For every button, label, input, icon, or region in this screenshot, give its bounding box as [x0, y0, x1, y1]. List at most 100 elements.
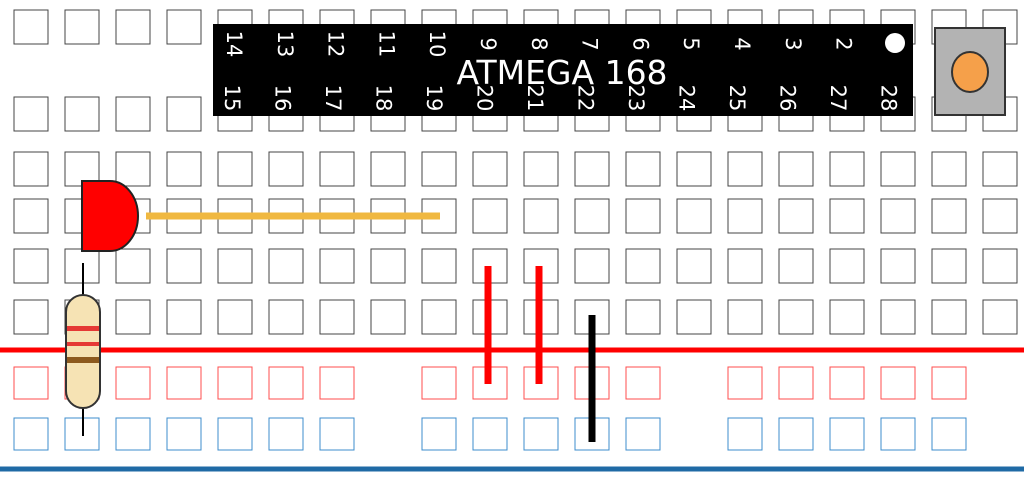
breadboard-hole[interactable]: [523, 151, 559, 187]
breadboard-hole[interactable]: [778, 248, 814, 284]
breadboard-hole[interactable]: [115, 299, 151, 335]
power-rail-hole[interactable]: [13, 366, 49, 400]
breadboard-hole[interactable]: [370, 299, 406, 335]
power-rail-hole[interactable]: [217, 366, 253, 400]
breadboard-hole[interactable]: [217, 248, 253, 284]
ground-rail-hole[interactable]: [778, 417, 814, 451]
breadboard-hole[interactable]: [880, 299, 916, 335]
breadboard-hole[interactable]: [931, 151, 967, 187]
breadboard-hole[interactable]: [319, 299, 355, 335]
breadboard-hole[interactable]: [472, 151, 508, 187]
breadboard-hole[interactable]: [370, 151, 406, 187]
breadboard-hole[interactable]: [166, 299, 202, 335]
breadboard-hole[interactable]: [64, 9, 100, 45]
breadboard-hole[interactable]: [115, 9, 151, 45]
breadboard-hole[interactable]: [829, 198, 865, 234]
breadboard-hole[interactable]: [115, 248, 151, 284]
breadboard-hole[interactable]: [676, 248, 712, 284]
breadboard-hole[interactable]: [13, 299, 49, 335]
power-rail-hole[interactable]: [727, 366, 763, 400]
breadboard-hole[interactable]: [268, 151, 304, 187]
power-rail-hole[interactable]: [421, 366, 457, 400]
power-rail-hole[interactable]: [880, 366, 916, 400]
breadboard-hole[interactable]: [778, 198, 814, 234]
power-rail-hole[interactable]: [268, 366, 304, 400]
ground-rail-hole[interactable]: [931, 417, 967, 451]
breadboard-hole[interactable]: [676, 299, 712, 335]
breadboard-hole[interactable]: [319, 248, 355, 284]
breadboard-hole[interactable]: [880, 151, 916, 187]
ground-rail-hole[interactable]: [268, 417, 304, 451]
ground-rail-hole[interactable]: [880, 417, 916, 451]
breadboard-hole[interactable]: [64, 96, 100, 132]
breadboard-hole[interactable]: [421, 151, 457, 187]
breadboard-hole[interactable]: [727, 198, 763, 234]
breadboard-hole[interactable]: [268, 299, 304, 335]
ground-rail-hole[interactable]: [13, 417, 49, 451]
resistor[interactable]: [65, 263, 101, 436]
breadboard-hole[interactable]: [370, 248, 406, 284]
ground-rail-hole[interactable]: [217, 417, 253, 451]
breadboard-hole[interactable]: [727, 299, 763, 335]
power-rail-hole[interactable]: [625, 366, 661, 400]
breadboard-hole[interactable]: [421, 248, 457, 284]
red-led[interactable]: [81, 180, 139, 252]
breadboard-hole[interactable]: [829, 248, 865, 284]
breadboard-hole[interactable]: [727, 151, 763, 187]
breadboard-hole[interactable]: [880, 198, 916, 234]
ground-rail-hole[interactable]: [472, 417, 508, 451]
breadboard-hole[interactable]: [13, 96, 49, 132]
breadboard-hole[interactable]: [268, 248, 304, 284]
breadboard-hole[interactable]: [778, 299, 814, 335]
breadboard-hole[interactable]: [829, 151, 865, 187]
power-rail-hole[interactable]: [778, 366, 814, 400]
breadboard-hole[interactable]: [574, 198, 610, 234]
breadboard-hole[interactable]: [880, 248, 916, 284]
breadboard-hole[interactable]: [13, 198, 49, 234]
breadboard-hole[interactable]: [472, 198, 508, 234]
breadboard-hole[interactable]: [625, 198, 661, 234]
breadboard-hole[interactable]: [115, 151, 151, 187]
breadboard-hole[interactable]: [319, 151, 355, 187]
ground-rail-hole[interactable]: [625, 417, 661, 451]
breadboard-hole[interactable]: [931, 299, 967, 335]
breadboard-hole[interactable]: [166, 96, 202, 132]
breadboard-hole[interactable]: [166, 248, 202, 284]
ground-rail-hole[interactable]: [115, 417, 151, 451]
ground-rail-hole[interactable]: [319, 417, 355, 451]
breadboard-hole[interactable]: [574, 248, 610, 284]
breadboard-hole[interactable]: [625, 299, 661, 335]
breadboard-hole[interactable]: [625, 248, 661, 284]
push-button[interactable]: [934, 27, 1006, 116]
breadboard-hole[interactable]: [421, 299, 457, 335]
breadboard-hole[interactable]: [982, 299, 1018, 335]
breadboard-hole[interactable]: [778, 151, 814, 187]
ground-rail-hole[interactable]: [523, 417, 559, 451]
breadboard-hole[interactable]: [217, 299, 253, 335]
ground-rail-hole[interactable]: [421, 417, 457, 451]
breadboard-hole[interactable]: [676, 198, 712, 234]
breadboard-hole[interactable]: [931, 198, 967, 234]
breadboard-hole[interactable]: [13, 9, 49, 45]
breadboard-hole[interactable]: [166, 151, 202, 187]
ground-rail-hole[interactable]: [727, 417, 763, 451]
power-rail-hole[interactable]: [319, 366, 355, 400]
breadboard-hole[interactable]: [523, 198, 559, 234]
ground-rail-hole[interactable]: [829, 417, 865, 451]
breadboard-hole[interactable]: [829, 299, 865, 335]
breadboard-hole[interactable]: [625, 151, 661, 187]
power-rail-hole[interactable]: [829, 366, 865, 400]
breadboard-hole[interactable]: [574, 151, 610, 187]
breadboard-hole[interactable]: [217, 151, 253, 187]
breadboard-hole[interactable]: [13, 151, 49, 187]
power-rail-hole[interactable]: [931, 366, 967, 400]
breadboard-hole[interactable]: [982, 248, 1018, 284]
breadboard-hole[interactable]: [166, 9, 202, 45]
breadboard-hole[interactable]: [676, 151, 712, 187]
breadboard-hole[interactable]: [115, 96, 151, 132]
breadboard-hole[interactable]: [931, 248, 967, 284]
breadboard-hole[interactable]: [727, 248, 763, 284]
breadboard-hole[interactable]: [982, 151, 1018, 187]
breadboard-hole[interactable]: [982, 198, 1018, 234]
